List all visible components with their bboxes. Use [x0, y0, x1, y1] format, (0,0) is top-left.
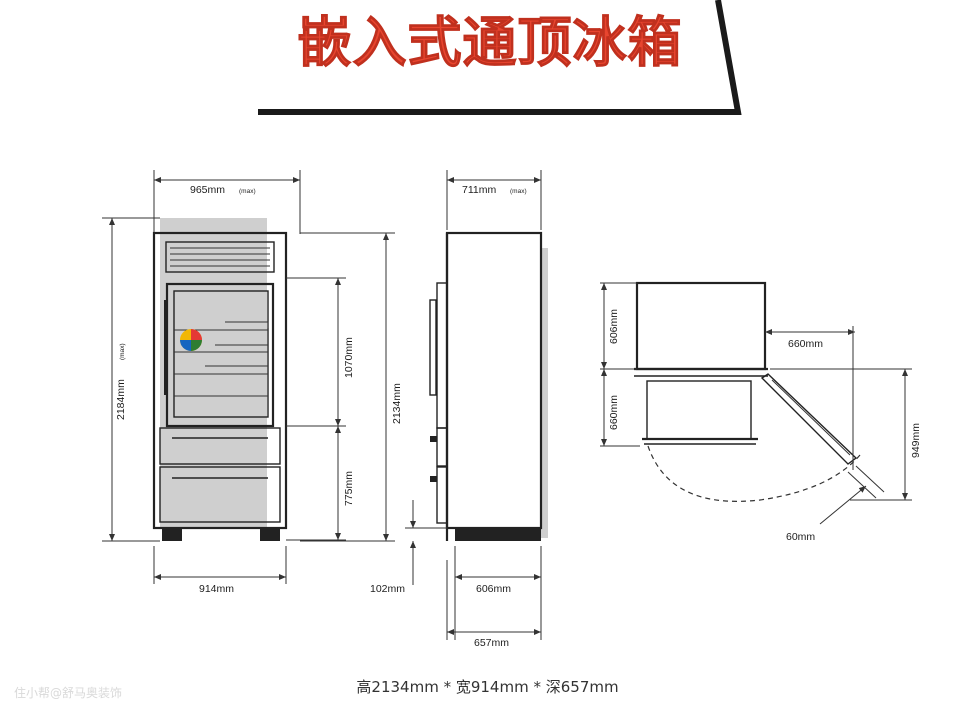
plan-cabinet-depth-label: 606mm — [608, 309, 620, 344]
side-door-profile — [436, 282, 448, 429]
dimension-caption: 高2134mm * 宽914mm * 深657mm — [356, 678, 619, 696]
toe-kick-label: 102mm — [370, 583, 405, 595]
side-depth-max-label: 711mm — [462, 184, 496, 196]
plan-cabinet — [635, 281, 767, 371]
glass-door — [164, 282, 275, 428]
front-height-max-note: (max) — [119, 343, 126, 360]
plan-door-swung — [760, 373, 858, 465]
front-cabinet — [152, 231, 288, 530]
body-depth-label: 606mm — [476, 583, 511, 595]
front-width-max-note: (max) — [239, 188, 256, 195]
title-banner — [258, 0, 742, 115]
door-swing-arc — [647, 445, 861, 502]
side-handle — [429, 299, 437, 396]
page-title: 嵌入式通顶冰箱 — [297, 11, 683, 75]
side-view: 711mm (max) 102mm 606mm 657mm — [370, 170, 548, 649]
lower-drawers — [159, 427, 281, 523]
watermark: 住小帮@舒马奥装饰 — [14, 686, 123, 700]
total-height-label: 2134mm — [391, 383, 403, 424]
side-toe-kick — [455, 528, 541, 541]
side-depth-max-note: (max) — [510, 188, 527, 195]
door-handle — [164, 300, 168, 395]
lower-section-label: 775mm — [343, 471, 355, 506]
front-width-label: 914mm — [199, 583, 234, 595]
door-clearance-label: 660mm — [788, 338, 823, 350]
front-width-max-label: 965mm — [190, 184, 225, 196]
drawer-extension-label: 660mm — [608, 395, 620, 430]
swing-depth-label: 949mm — [910, 423, 922, 458]
hinge-offset-label: 60mm — [786, 531, 815, 543]
front-view: 965mm (max) 2184mm (max) 1070mm 775mm 21… — [102, 170, 403, 595]
brand-logo-icon — [180, 329, 202, 351]
plan-drawer-open — [646, 380, 752, 440]
top-view: 606mm 660mm 660mm 949mm 60mm — [600, 281, 922, 543]
total-depth-label: 657mm — [474, 637, 509, 649]
front-foot-right — [260, 528, 280, 541]
front-foot-left — [162, 528, 182, 541]
side-cabinet — [445, 231, 543, 530]
top-grille — [165, 241, 275, 273]
front-wall-shade — [160, 218, 267, 528]
front-height-max-label: 2184mm — [115, 379, 127, 420]
fridge-dimension-drawing: 965mm (max) 2184mm (max) 1070mm 775mm 21… — [102, 170, 922, 649]
upper-section-label: 1070mm — [343, 337, 355, 378]
side-wall-shade — [541, 248, 548, 538]
